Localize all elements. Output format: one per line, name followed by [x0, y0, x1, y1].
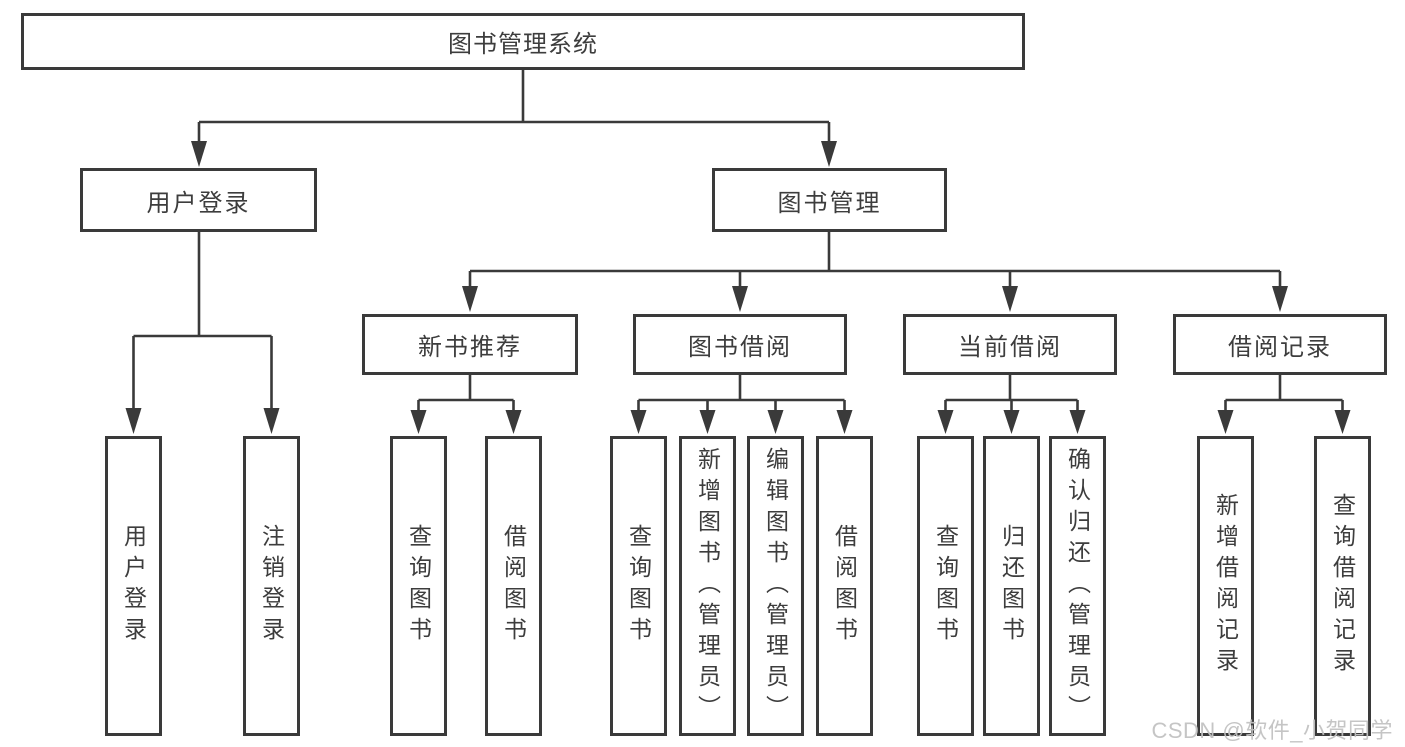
leaf-current-query-books: 查询图书 [917, 436, 974, 736]
node-borrow-records: 借阅记录 [1173, 314, 1387, 375]
connector-management-to-level3 [462, 232, 1288, 312]
leaf-current-return-books: 归还图书 [983, 436, 1040, 736]
leaf-borrow-edit-books-admin: 编辑图书（管理员） [747, 436, 804, 736]
connector-borrow-to-leaves [630, 375, 853, 434]
leaf-records-query-borrow-record: 查询借阅记录 [1314, 436, 1371, 736]
connector-records-to-leaves [1217, 375, 1351, 434]
connector-root-to-level2 [191, 70, 837, 167]
node-book-borrow: 图书借阅 [633, 314, 847, 375]
leaf-borrow-borrow-books: 借阅图书 [816, 436, 873, 736]
leaf-borrow-add-books-admin: 新增图书（管理员） [679, 436, 736, 736]
node-current-borrow: 当前借阅 [903, 314, 1117, 375]
node-library-management-system: 图书管理系统 [21, 13, 1025, 70]
leaf-borrow-query-books: 查询图书 [610, 436, 667, 736]
connector-login-to-leaves [125, 232, 280, 434]
connector-recommend-to-leaves [410, 375, 522, 434]
leaf-logout: 注销登录 [243, 436, 300, 736]
node-user-login: 用户登录 [80, 168, 317, 232]
leaf-user-login: 用户登录 [105, 436, 162, 736]
leaf-recommend-borrow-books: 借阅图书 [485, 436, 542, 736]
leaf-records-add-borrow-record: 新增借阅记录 [1197, 436, 1254, 736]
connector-current-to-leaves [937, 375, 1086, 434]
node-new-book-recommend: 新书推荐 [362, 314, 578, 375]
leaf-recommend-query-books: 查询图书 [390, 436, 447, 736]
leaf-current-confirm-return-admin: 确认归还（管理员） [1049, 436, 1106, 736]
watermark: CSDN @软件_小贺同学 [1151, 718, 1393, 743]
node-book-management: 图书管理 [712, 168, 947, 232]
